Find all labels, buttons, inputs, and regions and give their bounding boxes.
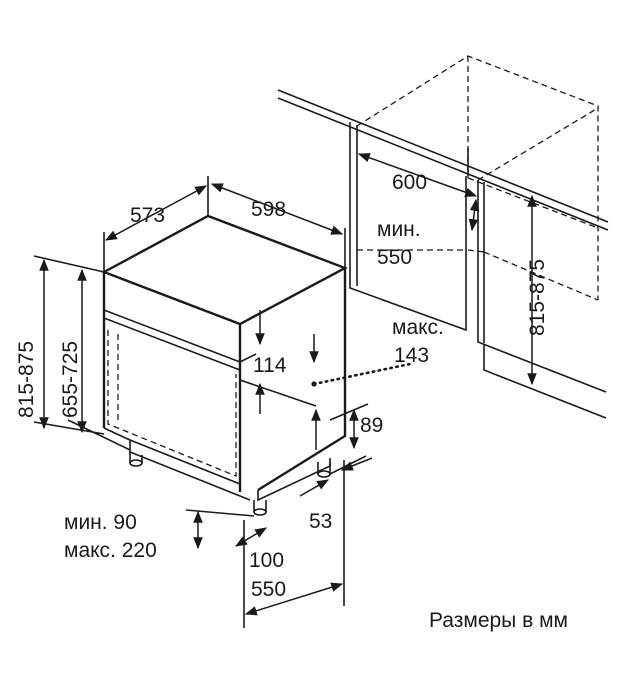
foot-front-left-leg xyxy=(129,452,143,463)
dim-53-a xyxy=(299,479,330,497)
dishwasher-top-face xyxy=(101,214,348,326)
label-100: 100 xyxy=(249,549,284,572)
ext-89-top xyxy=(329,403,369,421)
leader-143-dot xyxy=(311,381,317,387)
units-caption: Размеры в мм xyxy=(429,609,568,632)
dim-niche-550 xyxy=(468,198,480,232)
leader-143 xyxy=(312,362,412,386)
foot-front-left xyxy=(129,459,143,467)
countertop-bottom-edge xyxy=(277,97,609,231)
niche-right-wall xyxy=(477,180,607,393)
label-niche-min-prefix: мин. xyxy=(377,218,421,241)
niche-dashed-floor-c xyxy=(467,249,485,253)
plinth-bottom-front xyxy=(103,427,251,501)
ext-height-top xyxy=(33,255,105,273)
door-dashed-outline xyxy=(107,330,237,477)
dishwasher-side-face xyxy=(257,268,347,492)
plinth-top-front xyxy=(129,439,241,485)
dimension-lines xyxy=(33,148,537,628)
label-total-height: 815-875 xyxy=(15,341,38,418)
plinth-side xyxy=(257,458,331,502)
dim-100 xyxy=(234,527,268,547)
dim-550-bottom xyxy=(244,582,344,616)
label-598: 598 xyxy=(251,198,286,221)
niche-left-wall xyxy=(349,122,467,332)
label-600: 600 xyxy=(392,171,427,194)
kitchen-niche xyxy=(277,55,609,419)
label-143-prefix: макс. xyxy=(392,316,444,339)
label-niche-height: 815-875 xyxy=(526,259,549,336)
niche-plinth xyxy=(483,344,607,419)
foot-front-right-leg xyxy=(253,500,267,512)
label-143-value: 143 xyxy=(394,344,429,367)
label-573: 573 xyxy=(130,204,165,227)
foot-front-right xyxy=(253,508,267,516)
ext-53 xyxy=(329,455,367,475)
ext-plinth-top xyxy=(185,509,255,517)
control-panel-edge xyxy=(239,353,257,363)
label-550-bottom: 550 xyxy=(251,578,286,601)
dim-573 xyxy=(104,185,208,241)
countertop-top-edge xyxy=(277,89,609,223)
label-niche-min-value: 550 xyxy=(377,246,412,269)
dishwasher-body xyxy=(101,214,348,516)
label-114: 114 xyxy=(253,354,287,377)
dim-598 xyxy=(210,183,344,235)
foot-back-right xyxy=(317,470,331,478)
niche-back-dashed-mid xyxy=(467,177,599,229)
control-panel-line-a xyxy=(103,309,241,363)
niche-dashed-floor-b xyxy=(483,251,599,301)
label-plinth-min: мин. 90 xyxy=(64,511,137,534)
label-53: 53 xyxy=(309,510,332,533)
label-plinth-max: макс. 220 xyxy=(64,539,157,562)
niche-back-dashed-top xyxy=(356,55,599,300)
label-89: 89 xyxy=(360,414,383,437)
niche-back-dashed-diag xyxy=(477,107,599,181)
control-panel-line-b xyxy=(103,317,241,371)
foot-back-right-leg xyxy=(317,462,331,474)
label-front-height: 655-725 xyxy=(59,341,82,418)
dim-53-b xyxy=(340,457,373,471)
ext-front-bottom xyxy=(67,419,131,451)
ext-114 xyxy=(239,379,317,407)
dimension-labels: 573 598 600 мин. 550 815-875 815-875 655… xyxy=(15,171,568,632)
dim-600 xyxy=(357,153,478,197)
